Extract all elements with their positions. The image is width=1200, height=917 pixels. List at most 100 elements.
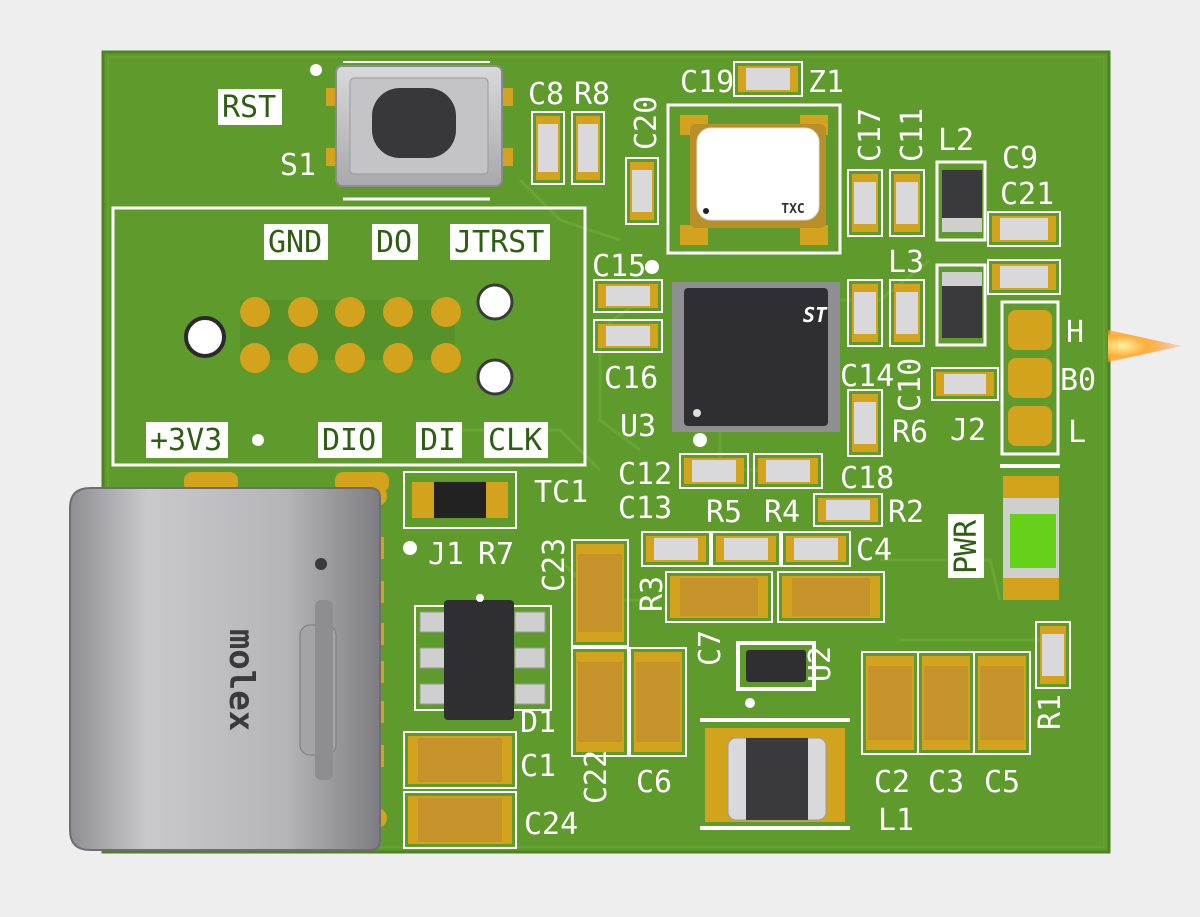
smd-r8 — [571, 111, 605, 185]
jumper-pad-h — [1008, 310, 1052, 350]
silk-text-di: DI — [420, 423, 456, 458]
silk-label-do: DO — [372, 224, 418, 260]
silk-label-c8: C8 — [528, 77, 564, 112]
smd-c19 — [733, 61, 803, 97]
connector-brand: molex — [221, 629, 261, 731]
silk-label-b0: B0 — [1060, 363, 1096, 398]
silk-text-c6: C6 — [636, 765, 672, 800]
silk-label-c15: C15 — [592, 249, 646, 284]
silk-label-h: H — [1066, 315, 1084, 350]
reset-switch — [326, 61, 513, 201]
silk-label-c14: C14 — [840, 359, 894, 394]
mounting-hole — [476, 283, 514, 321]
smd-c6 — [629, 647, 687, 757]
light-glow — [1108, 330, 1182, 362]
mounting-hole — [184, 316, 226, 358]
smd-c9b — [987, 259, 1061, 295]
silk-text-r1: R1 — [1033, 694, 1068, 730]
smd-r3b — [777, 571, 885, 623]
silk-text-c2: C2 — [874, 765, 910, 800]
silk-text-l: L — [1068, 415, 1086, 450]
silk-label-l2: L2 — [938, 123, 974, 158]
silk-text-c11: C11 — [895, 108, 930, 162]
silk-label-c16: C16 — [604, 361, 658, 396]
silk-label-c6: C6 — [636, 765, 672, 800]
silk-text-r6: R6 — [892, 415, 928, 450]
u2-chip — [736, 641, 816, 691]
silk-text-c7: C7 — [693, 630, 728, 666]
silk-label-c7: C7 — [693, 630, 728, 666]
silk-label-r7: R7 — [478, 537, 514, 572]
smd-c1 — [403, 731, 517, 789]
smd-r2 — [813, 493, 883, 527]
silk-text-jtrst: JTRST — [454, 225, 544, 260]
smd-c15 — [593, 279, 663, 313]
silk-text-c22: C22 — [579, 750, 614, 804]
silk-text-c24: C24 — [524, 807, 578, 842]
silk-label-c23: C23 — [537, 538, 572, 592]
silk-label-gnd: GND — [264, 224, 328, 260]
crystal-marking: TXC — [781, 202, 804, 217]
silk-label-c2: C2 — [874, 765, 910, 800]
silk-text-j1: J1 — [428, 537, 464, 572]
silk-label-c9: C9 — [1002, 141, 1038, 176]
smd-c11 — [889, 169, 925, 237]
smd-c5 — [973, 651, 1031, 755]
jumper-pad-b0 — [1008, 358, 1052, 398]
smd-c3 — [917, 651, 975, 755]
inductor-l2 — [935, 160, 987, 242]
silk-label-r6: R6 — [892, 415, 928, 450]
silk-label-r3: R3 — [635, 576, 670, 612]
silk-text-v33: +3V3 — [150, 423, 222, 458]
silk-text-h: H — [1066, 315, 1084, 350]
silk-text-b0: B0 — [1060, 363, 1096, 398]
silk-label-j1: J1 — [428, 537, 464, 572]
tc1-component — [403, 471, 517, 529]
silk-text-l1: L1 — [878, 803, 914, 838]
silk-label-d1: D1 — [520, 705, 556, 740]
silk-label-c20: C20 — [629, 96, 664, 150]
silk-label-r2: R2 — [888, 495, 924, 530]
usb-c-connector: molex — [69, 472, 389, 851]
smd-c23 — [571, 539, 629, 647]
silk-text-tc1: TC1 — [534, 475, 588, 510]
smd-r5 — [641, 531, 711, 567]
silk-label-j2: J2 — [950, 413, 986, 448]
header-pin-pad — [383, 343, 413, 373]
header-pin-pad — [240, 297, 270, 327]
silk-text-clk: CLK — [488, 423, 542, 458]
silk-label-c18: C18 — [840, 461, 894, 496]
silk-text-z1: Z1 — [808, 65, 844, 100]
inductor-l3 — [935, 263, 987, 347]
silk-text-s1: S1 — [280, 148, 316, 183]
mcu-u3: ST — [672, 282, 840, 432]
silk-text-c8: C8 — [528, 77, 564, 112]
crystal-outline — [666, 103, 842, 255]
silk-text-l2: L2 — [938, 123, 974, 158]
silk-text-u3: U3 — [620, 409, 656, 444]
silk-label-c10: C10 — [893, 358, 928, 412]
silk-text-c21: C21 — [1000, 177, 1054, 212]
tactile-switch-icon — [372, 88, 456, 158]
smd-c24 — [403, 791, 517, 849]
silk-label-tc1: TC1 — [534, 475, 588, 510]
silk-label-c21: C21 — [1000, 177, 1054, 212]
smd-c14a — [847, 279, 883, 347]
silk-label-pwr: PWR — [948, 514, 984, 578]
smd-r1 — [1035, 621, 1071, 689]
pwr-led — [1003, 476, 1059, 600]
smd-c21 — [987, 211, 1061, 247]
silk-label-u3: U3 — [620, 409, 656, 444]
smd-c17 — [847, 169, 883, 237]
silk-label-r5: R5 — [706, 495, 742, 530]
silk-label-c1: C1 — [520, 749, 556, 784]
jumper-pad-l — [1008, 406, 1052, 446]
silk-label-l1: L1 — [878, 803, 914, 838]
silk-text-c12: C12 — [618, 457, 672, 492]
passive-components — [403, 61, 1071, 849]
silk-label-rst: RST — [218, 89, 282, 125]
debug-header-outline — [111, 206, 587, 467]
silk-text-c3: C3 — [928, 765, 964, 800]
